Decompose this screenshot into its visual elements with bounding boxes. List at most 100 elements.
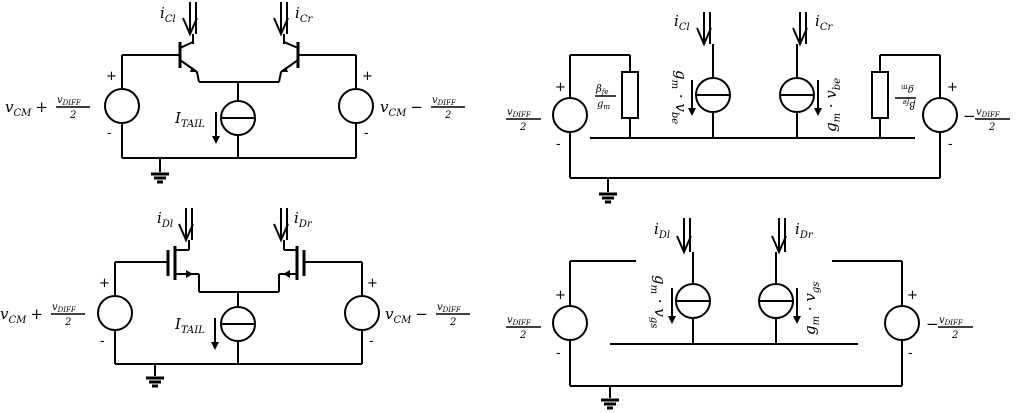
left-source-label: vCM+ vDIFF 2 <box>5 95 90 121</box>
mos-diff-pair-circuit: iDl iDr <box>0 208 470 388</box>
right-source-label: vCM− vDIFF 2 <box>380 95 465 121</box>
tail-current-source-mos <box>211 306 256 364</box>
ss-left-source-label: vDIFF 2 <box>506 107 541 133</box>
right-minus-mos: - <box>369 334 374 349</box>
id-left-label: iDl <box>157 209 173 230</box>
gm-vgs-left-current-source <box>675 252 711 344</box>
vdiff-left-source <box>552 97 588 133</box>
right-plus-mos: + <box>367 276 378 291</box>
mss-id-right-arrow <box>771 218 787 255</box>
gm-vgs-right-label: gm · vgs <box>801 282 822 335</box>
bjt-left-transistor <box>122 34 200 83</box>
mss-id-left-label: iDl <box>654 220 670 241</box>
ss-ground-symbol <box>599 178 617 204</box>
svg-text:gm: gm <box>901 83 914 95</box>
id-left-arrow <box>178 208 194 243</box>
ss-right-plus: + <box>947 80 958 95</box>
rpi-right-resistor <box>871 55 889 138</box>
left-voltage-source <box>104 55 140 158</box>
svg-text:2: 2 <box>519 122 526 133</box>
gm-vgs-right-current-source <box>758 252 794 344</box>
right-minus: - <box>364 126 369 141</box>
svg-text:vDIFF: vDIFF <box>437 302 462 314</box>
svg-text:2: 2 <box>444 110 451 121</box>
svg-text:vCM+: vCM+ <box>0 305 43 326</box>
gm-vgs-left-label: gm · vgs <box>648 275 669 328</box>
svg-text:2: 2 <box>449 317 456 328</box>
svg-text:vDIFF: vDIFF <box>57 95 82 107</box>
rpi-left-resistor <box>621 55 639 138</box>
svg-text:−: − <box>926 315 939 333</box>
svg-text:vDIFF: vDIFF <box>976 107 1001 119</box>
svg-text:vCM−: vCM− <box>380 98 423 119</box>
svg-text:βfe: βfe <box>902 98 916 110</box>
ic-left-arrow <box>182 2 198 37</box>
id-right-arrow <box>273 208 289 243</box>
svg-text:2: 2 <box>951 330 958 341</box>
gm-left-current-source <box>695 44 731 138</box>
svg-text:vDIFF: vDIFF <box>52 302 77 314</box>
svg-text:2: 2 <box>988 122 995 133</box>
gm-right-current-source <box>779 44 815 138</box>
mos-left-transistor <box>115 240 200 292</box>
tail-current-source <box>212 100 256 158</box>
ic-right-arrow <box>273 2 289 37</box>
right-plus: + <box>362 69 373 84</box>
ss-left-plus: + <box>555 80 566 95</box>
gm-vbe-right-label: gm · vbe <box>822 78 843 132</box>
left-voltage-source-mos <box>97 262 133 364</box>
mss-left-plus: + <box>555 288 566 303</box>
svg-text:2: 2 <box>519 330 526 341</box>
left-plus-mos: + <box>99 276 110 291</box>
ground-symbol-mos <box>146 364 164 388</box>
svg-text:vDIFF: vDIFF <box>939 315 964 327</box>
mss-left-minus: - <box>556 346 561 361</box>
ss-ic-right-arrow <box>792 12 808 47</box>
mss-ground-symbol <box>601 386 619 410</box>
svg-text:vDIFF: vDIFF <box>507 315 532 327</box>
id-right-label: iDr <box>294 209 313 230</box>
svg-text:vDIFF: vDIFF <box>507 107 532 119</box>
ss-ic-left-arrow <box>696 12 712 47</box>
mos-right-transistor <box>278 240 362 292</box>
ic-right-label: iCr <box>295 4 313 25</box>
svg-text:−: − <box>963 107 976 125</box>
mss-right-plus: + <box>907 288 918 303</box>
rpi-right-label: βfe gm <box>895 83 916 110</box>
left-source-label-mos: vCM+ vDIFF 2 <box>0 302 85 328</box>
mss-right-minus: - <box>908 346 913 361</box>
mss-id-right-label: iDr <box>795 220 814 241</box>
left-minus: - <box>107 126 112 141</box>
bjt-small-signal-circuit: + - + - βfe gm βfe gm <box>506 12 1010 204</box>
svg-text:vDIFF: vDIFF <box>432 95 457 107</box>
vdiff-left-source-mos <box>552 305 588 341</box>
ss-right-minus: - <box>948 137 953 152</box>
vdiff-right-source <box>922 97 958 133</box>
svg-text:βfe: βfe <box>595 84 609 96</box>
right-voltage-source <box>338 55 374 158</box>
svg-text:2: 2 <box>69 110 76 121</box>
gm-vbe-left-label: gm · vbe <box>669 70 690 124</box>
vdiff-right-source-mos <box>884 305 920 341</box>
itail-label: ITAIL <box>174 109 205 130</box>
svg-text:gm: gm <box>597 99 610 111</box>
mss-right-source-label: − vDIFF 2 <box>926 315 973 341</box>
bjt-diff-pair-circuit: iCl iCr <box>5 2 465 184</box>
ss-left-minus: - <box>556 137 561 152</box>
svg-text:2: 2 <box>64 317 71 328</box>
ss-right-source-label: − vDIFF 2 <box>963 107 1010 133</box>
rpi-left-label: βfe gm <box>595 84 616 111</box>
right-source-label-mos: vCM− vDIFF 2 <box>385 302 470 328</box>
mss-left-source-label: vDIFF 2 <box>506 315 541 341</box>
left-plus: + <box>106 69 117 84</box>
ss-ic-right-label: iCr <box>815 12 833 33</box>
ic-left-label: iCl <box>160 4 176 25</box>
right-voltage-source-mos <box>344 262 380 364</box>
svg-text:vCM−: vCM− <box>385 305 428 326</box>
mos-small-signal-circuit: + - + - iDl iDr gm · vgs <box>506 218 973 410</box>
left-minus-mos: - <box>100 334 105 349</box>
bjt-right-transistor <box>278 34 356 83</box>
itail-label-mos: ITAIL <box>174 315 205 336</box>
ground-symbol <box>151 158 169 184</box>
